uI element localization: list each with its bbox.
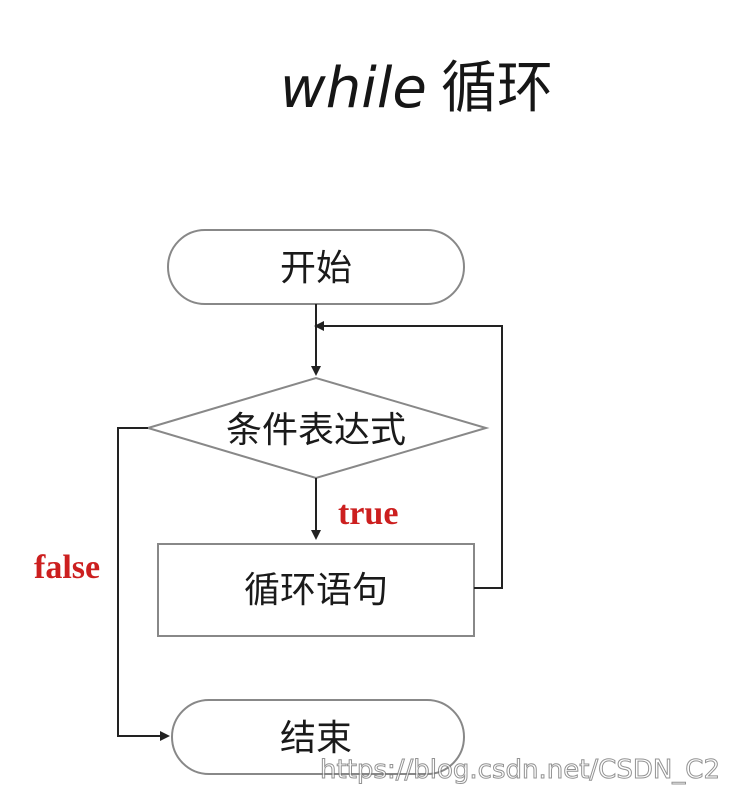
- watermark-text: https://blog.csdn.net/CSDN_C2: [320, 755, 720, 785]
- end-label: 结束: [280, 718, 352, 759]
- condition-label: 条件表达式: [226, 410, 406, 451]
- edge-condition-false: [117, 427, 170, 741]
- loop-body-node: 循环语句: [157, 543, 475, 637]
- end-node: 结束: [171, 699, 465, 775]
- start-node: 开始: [167, 229, 465, 305]
- false-label: false: [34, 549, 100, 586]
- loop-body-label: 循环语句: [244, 570, 388, 611]
- true-label: true: [338, 495, 398, 532]
- title-text: 循环: [440, 56, 553, 121]
- condition-node: 条件表达式: [144, 376, 490, 480]
- start-label: 开始: [280, 248, 352, 289]
- title-keyword: while: [280, 56, 427, 121]
- edge-loop-back: [314, 321, 503, 589]
